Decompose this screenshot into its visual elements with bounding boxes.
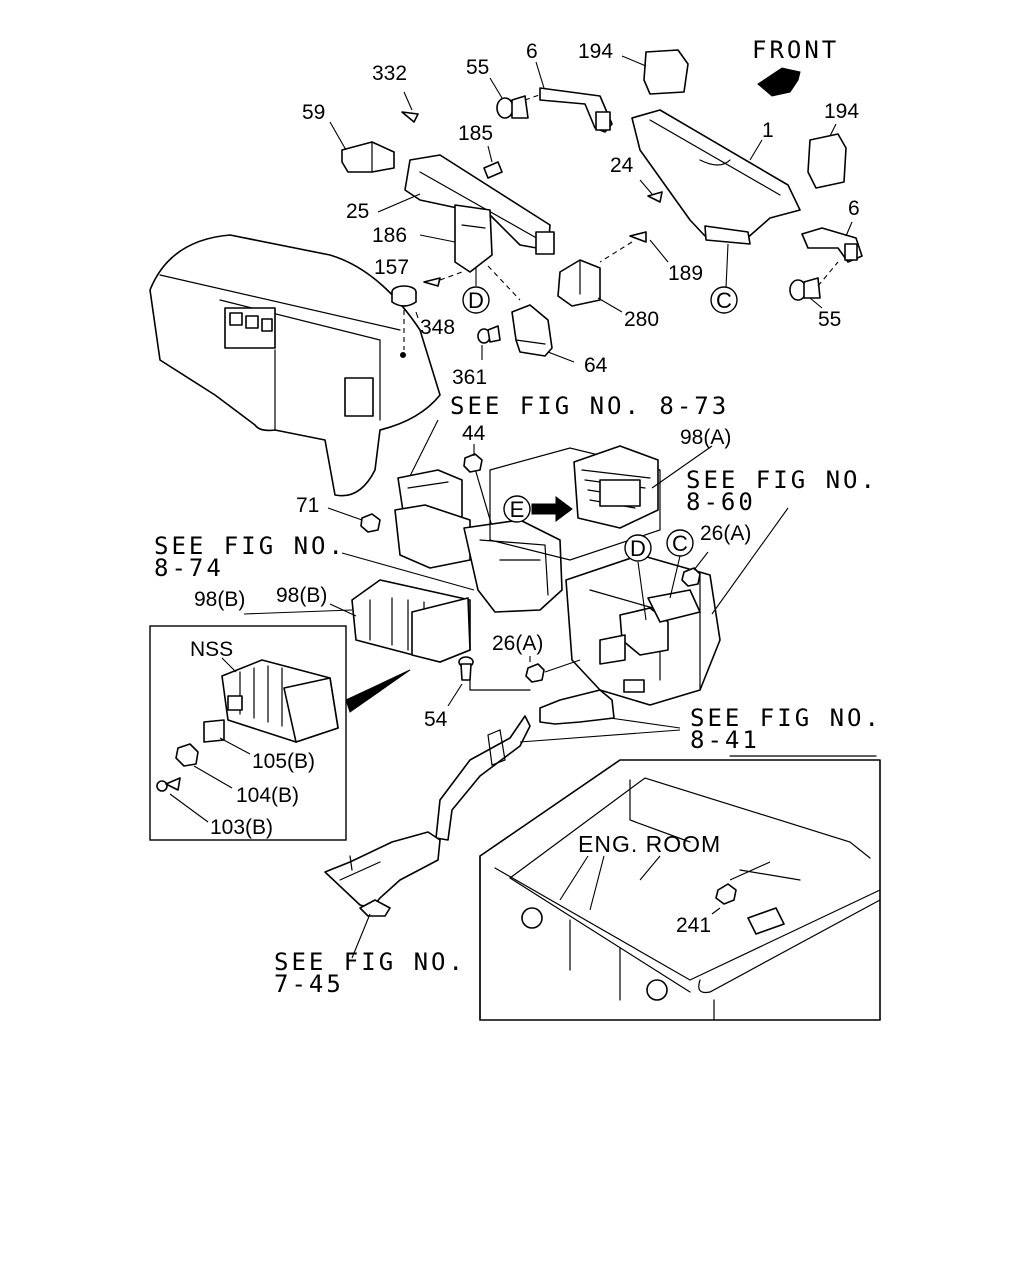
label-55-upper: 55 <box>466 56 489 79</box>
svg-text:D: D <box>468 288 484 313</box>
part-104b-nut <box>175 743 199 767</box>
part-361-clip <box>477 325 501 344</box>
ref-fig-8-41-line2: 8-41 <box>690 726 760 754</box>
duct-assembly-8-41 <box>435 689 615 841</box>
part-241-nut <box>715 883 737 905</box>
connector-e: E <box>503 495 531 523</box>
ref-fig-8-74-line2: 8-74 <box>154 554 224 582</box>
part-186-duct <box>454 204 493 273</box>
ref-fig-8-73: SEE FIG NO. 8-73 <box>450 392 729 420</box>
part-26a-nut-lower <box>525 663 545 683</box>
part-59-outlet <box>341 141 395 173</box>
label-104b: 104(B) <box>236 784 299 807</box>
part-103b-screw <box>156 777 181 792</box>
eng-room-label: ENG. ROOM <box>578 831 721 857</box>
part-194-filter-upper <box>643 49 689 95</box>
label-105b: 105(B) <box>252 750 315 773</box>
label-280: 280 <box>624 308 659 331</box>
label-24: 24 <box>610 154 634 177</box>
label-348: 348 <box>420 316 455 339</box>
duct-assembly-7-45 <box>324 831 441 917</box>
inset-frame <box>149 625 347 841</box>
label-361: 361 <box>452 366 487 389</box>
label-189: 189 <box>668 262 703 285</box>
ref-fig-8-74-line1: SEE FIG NO. <box>154 532 346 560</box>
label-103b: 103(B) <box>210 816 273 839</box>
connector-d-lower: D <box>624 534 652 562</box>
connector-d-upper: D <box>462 286 490 314</box>
connector-c-upper: C <box>710 286 738 314</box>
part-6-duct-upper <box>539 87 613 133</box>
part-55-clip-upper <box>496 95 529 119</box>
label-186: 186 <box>372 224 407 247</box>
part-71-nut <box>360 513 381 533</box>
svg-text:C: C <box>672 531 688 556</box>
label-44: 44 <box>462 422 486 445</box>
label-54: 54 <box>424 708 448 731</box>
part-185-screw <box>483 161 503 179</box>
label-157: 157 <box>374 256 409 279</box>
inset-pointer-icon <box>345 669 411 713</box>
svg-text:D: D <box>630 536 646 561</box>
ref-fig-8-60-line2: 8-60 <box>686 488 756 516</box>
part-6-duct-right <box>801 227 863 263</box>
part-26a-nut-upper <box>681 567 701 587</box>
label-59: 59 <box>302 101 325 124</box>
part-24-screw <box>647 191 663 203</box>
ref-fig-7-45-line2: 7-45 <box>274 970 344 998</box>
label-55-lower: 55 <box>818 308 841 331</box>
label-26a-lower: 26(A) <box>492 632 543 655</box>
label-98b-upper: 98(B) <box>276 584 327 607</box>
label-64: 64 <box>584 354 608 377</box>
ref-fig-8-41-line1: SEE FIG NO. <box>690 704 882 732</box>
heater-case-right <box>565 554 721 706</box>
part-194-filter-right <box>807 133 847 189</box>
label-6-right: 6 <box>848 197 860 220</box>
label-98b-inset: 98(B) <box>194 588 245 611</box>
part-54-clip <box>458 656 474 681</box>
front-arrow-icon <box>757 67 801 97</box>
label-71: 71 <box>296 494 319 517</box>
label-nss: NSS <box>190 638 233 661</box>
arrow-e-icon <box>531 496 573 522</box>
part-98b-grille-inset <box>221 659 339 743</box>
part-55-clip-lower <box>789 277 821 301</box>
label-6-upper: 6 <box>526 40 538 63</box>
instrument-panel <box>149 234 441 497</box>
part-44-nut <box>463 453 483 473</box>
svg-text:E: E <box>510 497 525 522</box>
label-185: 185 <box>458 122 493 145</box>
front-label: FRONT <box>752 36 839 64</box>
engine-room <box>479 759 881 1021</box>
part-98a-blower <box>573 445 659 529</box>
svg-text:C: C <box>716 288 732 313</box>
part-157-screw <box>423 277 441 287</box>
label-241: 241 <box>676 914 711 937</box>
ref-fig-8-60-line1: SEE FIG NO. <box>686 466 878 494</box>
part-25-bracket <box>404 154 555 255</box>
part-64-duct <box>511 304 553 357</box>
part-98b-grille-upper <box>351 579 471 663</box>
label-98a: 98(A) <box>680 426 731 449</box>
label-26a-upper: 26(A) <box>700 522 751 545</box>
heater-unit-center <box>394 469 563 613</box>
label-1: 1 <box>762 119 774 142</box>
ref-fig-7-45-line1: SEE FIG NO. <box>274 948 466 976</box>
label-194-upper: 194 <box>578 40 613 63</box>
part-348-plug <box>391 285 417 307</box>
label-25: 25 <box>346 200 369 223</box>
label-332: 332 <box>372 62 407 85</box>
label-194-right: 194 <box>824 100 859 123</box>
part-189-screw <box>629 231 647 243</box>
connector-c-lower: C <box>666 529 694 557</box>
part-332-screw <box>401 111 419 123</box>
part-1-main-duct <box>631 109 801 245</box>
part-280-duct <box>557 259 601 307</box>
